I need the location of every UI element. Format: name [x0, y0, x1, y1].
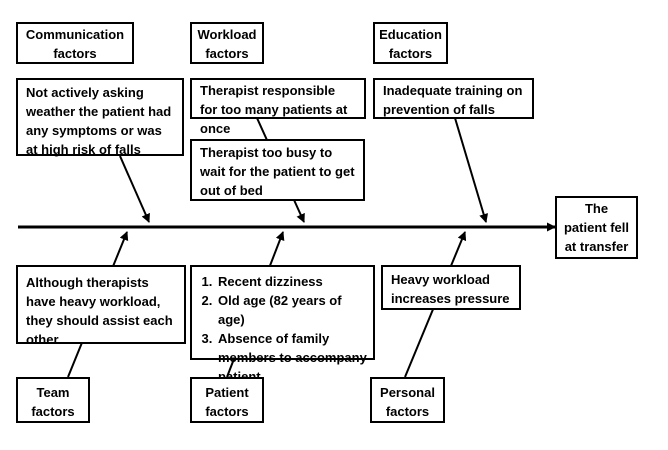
patient-factor-item: Recent dizziness	[216, 272, 369, 291]
patient-factor-item: Old age (82 years of age)	[216, 291, 369, 329]
cause-workload-2-text: Therapist too busy to wait for the patie…	[200, 145, 355, 198]
cause-personal-text: Heavy workload increases pressure	[391, 272, 510, 306]
category-education: Education factors	[373, 22, 448, 64]
category-patient-label: Patient factors	[205, 385, 249, 419]
cause-workload-1-text: Therapist responsible for too many patie…	[200, 83, 348, 136]
cause-communication-text: Not actively asking weather the patient …	[26, 85, 172, 157]
effect-head-text: The patient fell at transfer	[563, 201, 629, 254]
category-personal: Personal factors	[370, 377, 445, 423]
cause-team: Although therapists have heavy workload,…	[16, 265, 186, 347]
cause-communication: Not actively asking weather the patient …	[16, 78, 184, 157]
category-team-label: Team factors	[31, 385, 75, 419]
category-team: Team factors	[16, 377, 90, 423]
cause-workload-2: Therapist too busy to wait for the patie…	[190, 139, 365, 201]
category-patient: Patient factors	[190, 377, 264, 423]
category-education-label: Education factors	[379, 27, 442, 61]
cause-education-text: Inadequate training on prevention of fal…	[383, 83, 523, 117]
category-communication: Communication factors	[16, 22, 134, 64]
cause-education: Inadequate training on prevention of fal…	[373, 78, 534, 119]
cause-personal: Heavy workload increases pressure	[381, 265, 521, 310]
cause-patient: Recent dizziness Old age (82 years of ag…	[190, 265, 375, 384]
cause-team-text: Although therapists have heavy workload,…	[26, 275, 173, 347]
effect-head: The patient fell at transfer	[555, 196, 638, 259]
bone-communication	[119, 155, 150, 223]
category-personal-label: Personal factors	[380, 385, 435, 419]
cause-workload-1: Therapist responsible for too many patie…	[190, 78, 366, 136]
category-communication-label: Communication factors	[25, 27, 125, 61]
category-workload-label: Workload factors	[197, 27, 257, 61]
bone-education	[454, 117, 489, 223]
category-workload: Workload factors	[190, 22, 264, 64]
patient-factor-list: Recent dizziness Old age (82 years of ag…	[198, 272, 369, 386]
